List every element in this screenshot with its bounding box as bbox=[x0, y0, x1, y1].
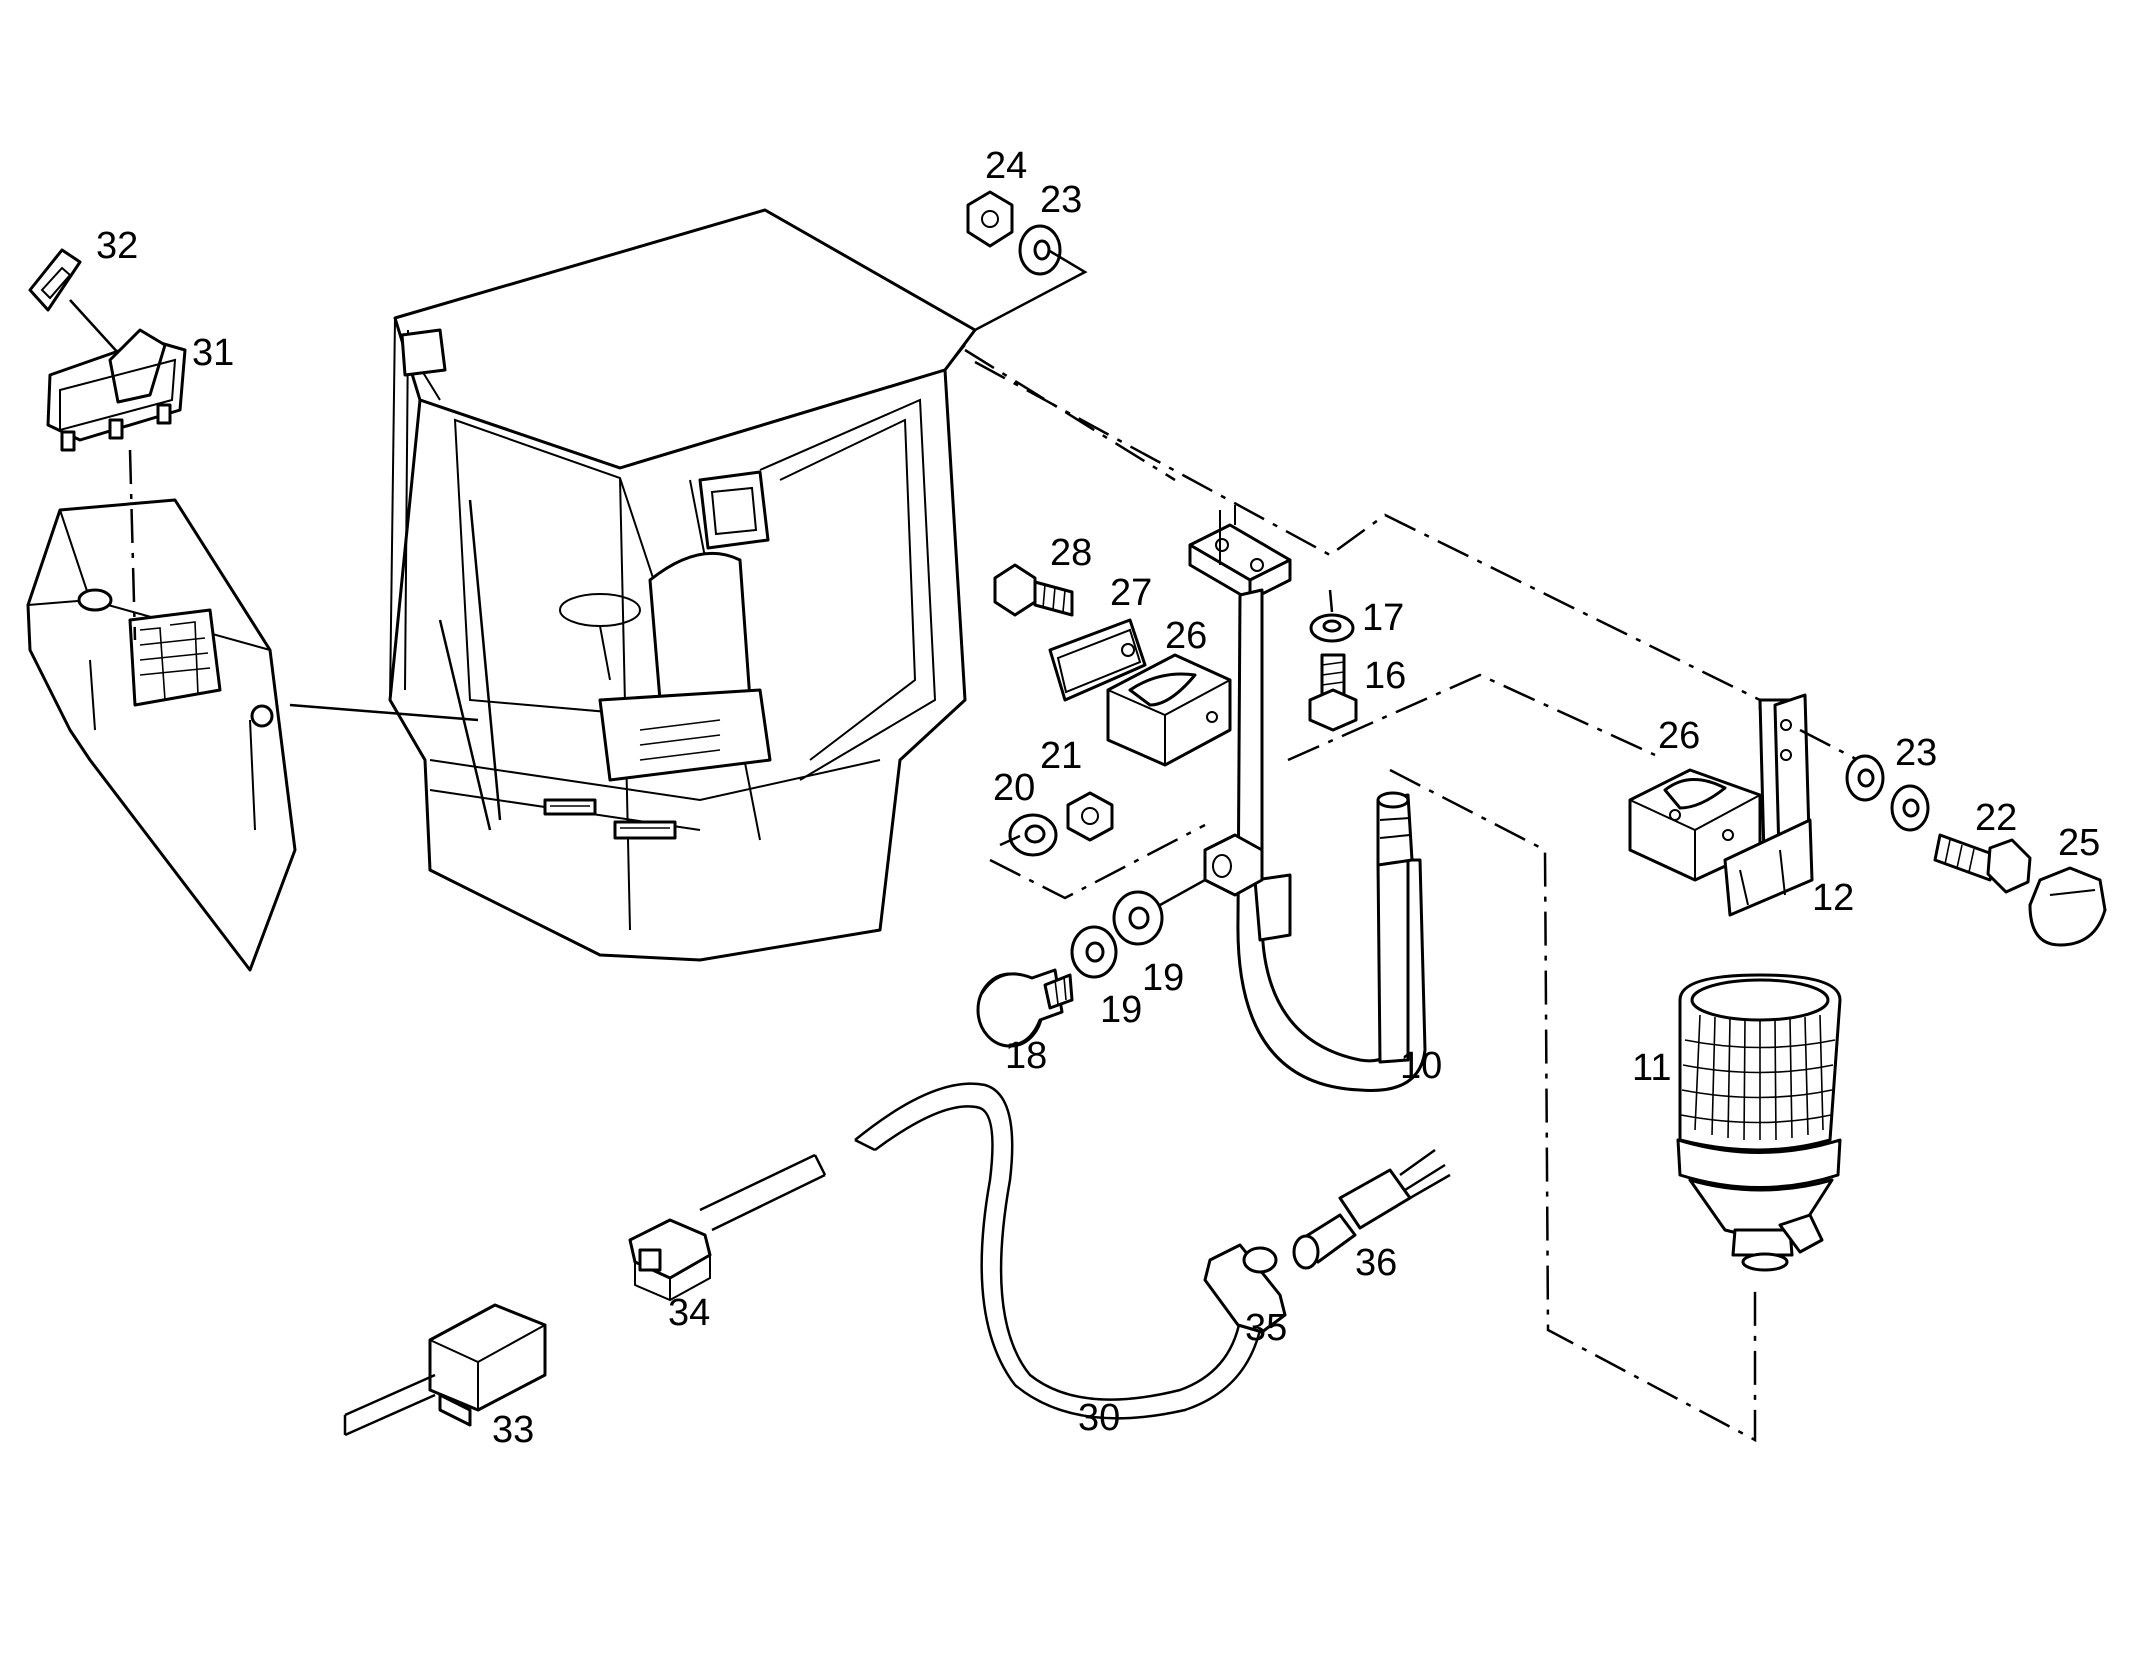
label-16: 16 bbox=[1364, 655, 1406, 697]
washer-20 bbox=[1008, 813, 1058, 857]
operator-cab bbox=[388, 208, 977, 962]
nut-24 bbox=[966, 190, 1014, 248]
label-25: 25 bbox=[2058, 822, 2100, 864]
washer-23-top bbox=[1018, 224, 1062, 276]
label-26-left: 26 bbox=[1165, 615, 1207, 657]
label-23-right: 23 bbox=[1895, 732, 1937, 774]
rotating-beacon-11 bbox=[1676, 973, 1842, 1272]
dashboard-console bbox=[26, 498, 297, 972]
label-12: 12 bbox=[1812, 877, 1854, 919]
label-26-right: 26 bbox=[1658, 715, 1700, 757]
mounting-plate-12 bbox=[1723, 693, 1814, 917]
washer-23-right-b bbox=[1890, 784, 1930, 832]
label-24: 24 bbox=[985, 145, 1027, 187]
label-19-a: 19 bbox=[1100, 989, 1142, 1031]
label-11: 11 bbox=[1632, 1047, 1671, 1089]
label-10: 10 bbox=[1400, 1045, 1442, 1087]
clamp-half-26-left bbox=[1106, 653, 1232, 767]
cable-30 bbox=[699, 1082, 1262, 1420]
mounting-pipe-bracket-10 bbox=[1188, 505, 1427, 1092]
label-30: 30 bbox=[1078, 1397, 1120, 1439]
connector-34 bbox=[628, 1218, 712, 1302]
label-34: 34 bbox=[668, 1292, 710, 1334]
part-labels: 10 11 12 16 17 18 19 19 20 21 22 23 23 2… bbox=[96, 145, 2100, 1451]
plate-27 bbox=[1048, 618, 1147, 702]
bolt-28 bbox=[993, 563, 1074, 617]
label-27: 27 bbox=[1110, 572, 1152, 614]
connector-33 bbox=[343, 1303, 547, 1437]
label-19-b: 19 bbox=[1142, 957, 1184, 999]
bolt-22 bbox=[1933, 833, 2032, 894]
label-33: 33 bbox=[492, 1409, 534, 1451]
label-36: 36 bbox=[1355, 1242, 1397, 1284]
washer-23-right-a bbox=[1845, 754, 1885, 802]
bolt-16 bbox=[1308, 653, 1358, 732]
label-31: 31 bbox=[192, 332, 234, 374]
washer-19-a bbox=[1070, 925, 1118, 979]
washer-17 bbox=[1309, 613, 1355, 643]
label-17: 17 bbox=[1362, 597, 1404, 639]
rocker-switch-31 bbox=[46, 328, 187, 452]
label-28: 28 bbox=[1050, 532, 1092, 574]
label-18: 18 bbox=[1005, 1035, 1047, 1077]
knob-screw-18 bbox=[976, 968, 1074, 1048]
label-21: 21 bbox=[1040, 735, 1082, 777]
connector-35 bbox=[1203, 1243, 1287, 1334]
nut-21 bbox=[1066, 791, 1114, 842]
cap-nut-25 bbox=[2028, 866, 2107, 947]
label-35: 35 bbox=[1245, 1307, 1287, 1349]
switch-cap-32 bbox=[28, 248, 82, 312]
label-22: 22 bbox=[1975, 797, 2017, 839]
label-32: 32 bbox=[96, 225, 138, 267]
washer-19-b bbox=[1112, 890, 1164, 946]
label-20: 20 bbox=[993, 767, 1035, 809]
label-23-top: 23 bbox=[1040, 179, 1082, 221]
plug-36 bbox=[1292, 1148, 1451, 1270]
